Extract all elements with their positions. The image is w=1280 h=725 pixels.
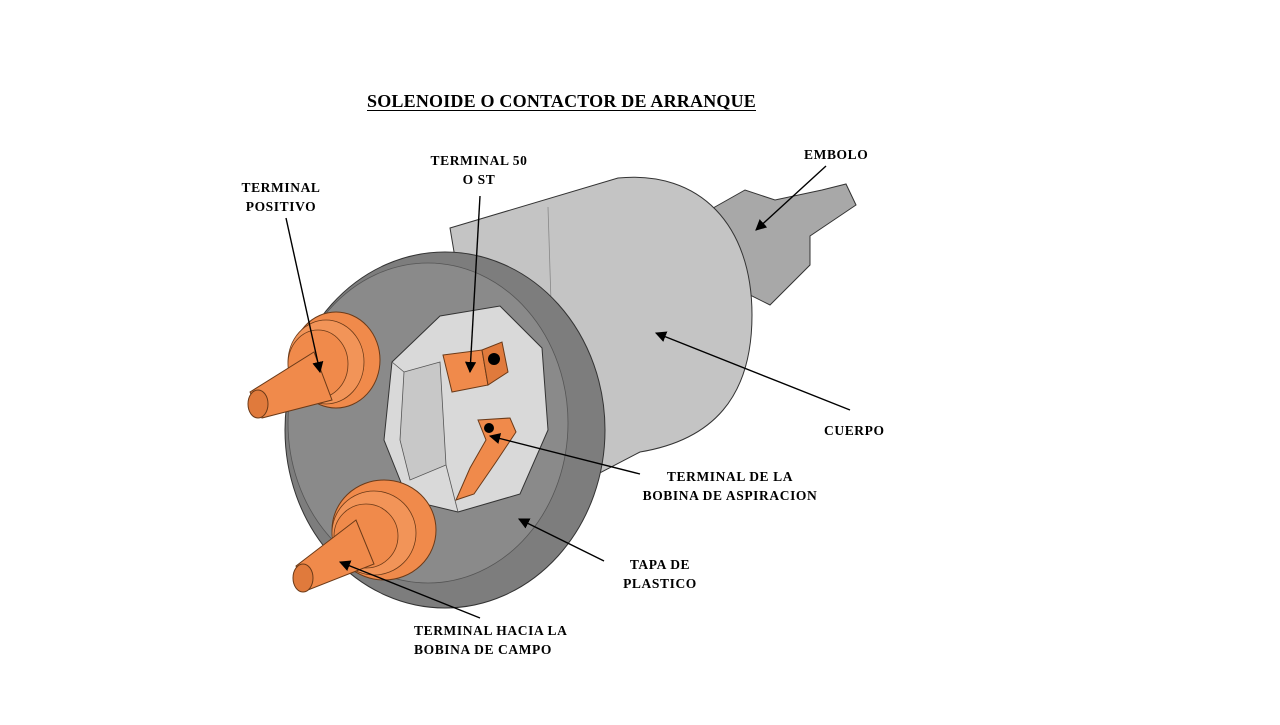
label-tapa-plastico-line2: PLASTICO bbox=[623, 576, 697, 591]
label-tapa-plastico: TAPA DE PLASTICO bbox=[612, 555, 708, 593]
label-terminal-50-line1: TERMINAL 50 bbox=[430, 153, 528, 168]
diagram-title: SOLENOIDE O CONTACTOR DE ARRANQUE bbox=[367, 91, 756, 111]
label-terminal-positivo-line2: POSITIVO bbox=[245, 199, 317, 214]
label-terminal-campo-line1: TERMINAL HACIA LA bbox=[414, 623, 568, 638]
arrow-terminal-50 bbox=[464, 195, 481, 374]
label-terminal-50-line2: O ST bbox=[462, 172, 496, 187]
terminal-positivo bbox=[247, 311, 381, 419]
label-embolo: EMBOLO bbox=[804, 147, 869, 162]
label-tapa-plastico-line1: TAPA DE bbox=[629, 557, 691, 572]
label-terminal-positivo: TERMINAL POSITIVO bbox=[232, 178, 330, 216]
label-cuerpo: CUERPO bbox=[824, 423, 885, 438]
arrow-cuerpo bbox=[654, 331, 851, 411]
arrow-terminal-campo bbox=[338, 560, 481, 619]
arrow-embolo bbox=[755, 165, 827, 231]
terminal-campo bbox=[292, 479, 437, 593]
label-terminal-50: TERMINAL 50 O ST bbox=[424, 151, 534, 189]
label-terminal-aspiracion-line1: TERMINAL DE LA bbox=[666, 469, 794, 484]
label-terminal-aspiracion-line2: BOBINA DE ASPIRACION bbox=[642, 488, 818, 503]
arrow-terminal-positivo bbox=[285, 217, 324, 374]
label-terminal-campo: TERMINAL HACIA LA BOBINA DE CAMPO bbox=[414, 621, 567, 659]
label-terminal-positivo-line1: TERMINAL bbox=[241, 180, 321, 195]
label-terminal-aspiracion: TERMINAL DE LA BOBINA DE ASPIRACION bbox=[630, 467, 830, 505]
label-terminal-campo-line2: BOBINA DE CAMPO bbox=[414, 642, 553, 657]
arrow-terminal-aspiracion bbox=[488, 433, 641, 475]
arrow-tapa-plastico bbox=[517, 518, 605, 562]
